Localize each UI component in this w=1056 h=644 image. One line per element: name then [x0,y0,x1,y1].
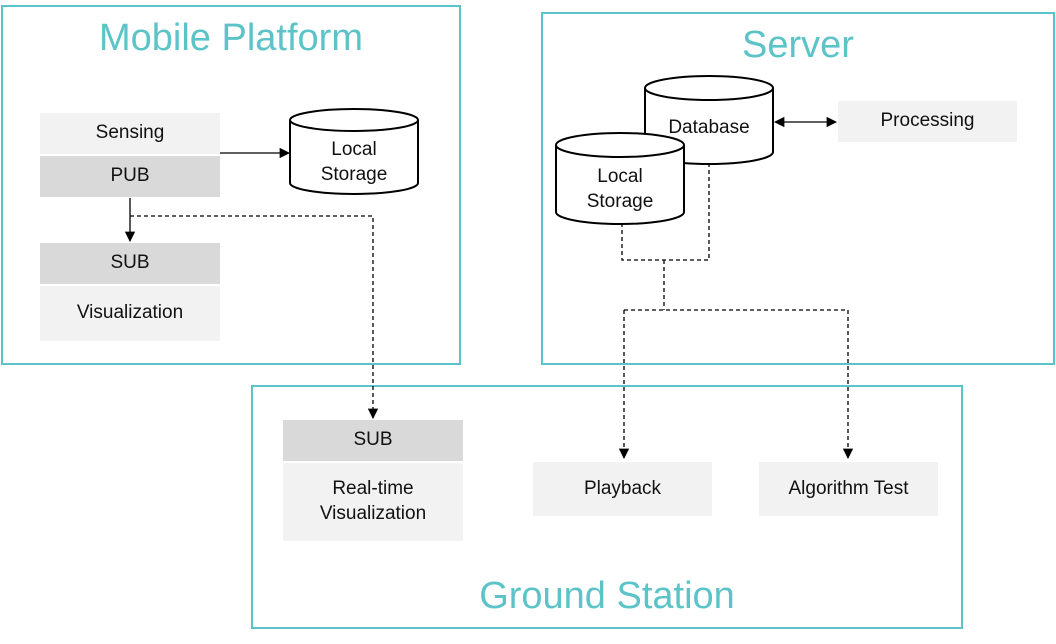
realtime-visualization-box: Real-time Visualization [283,463,463,541]
mobile-sub-box: SUB [40,243,220,284]
pub-box: PUB [40,156,220,197]
mobile-platform-title: Mobile Platform [99,17,363,59]
ground-station-panel: Ground Station [251,385,963,629]
playback-box: Playback [533,462,712,516]
mobile-local-storage-label: Local Storage [320,139,388,185]
server-title: Server [742,24,854,66]
database-label: Database [668,116,750,138]
visualization-box: Visualization [40,286,220,341]
ground-sub-box: SUB [283,420,463,461]
ground-station-title: Ground Station [479,575,735,617]
server-local-storage-label: Local Storage [586,166,654,212]
server-panel: Server [541,12,1055,365]
processing-box: Processing [838,101,1017,142]
algorithm-test-box: Algorithm Test [759,462,938,516]
sensing-box: Sensing [40,113,220,154]
